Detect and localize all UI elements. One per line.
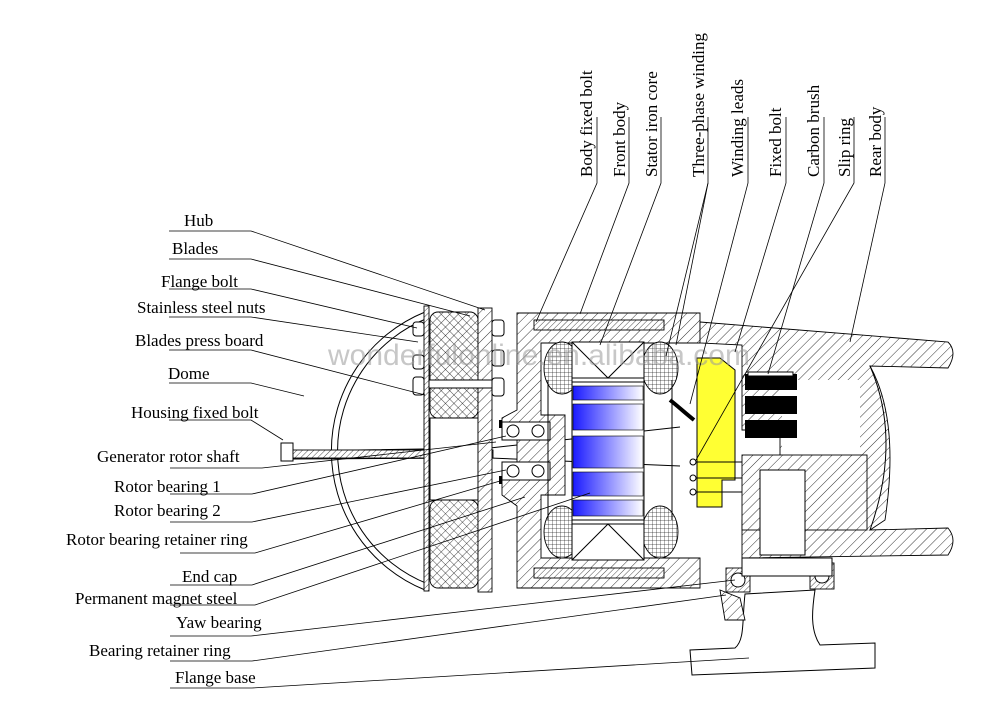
rotor-bearing-retainer-ring [499,420,502,428]
label-rotor-bearing-retainer-ring: Rotor bearing retainer ring [66,530,248,549]
label-front-body: Front body [610,101,629,177]
label-body-fixed-bolt: Body fixed bolt [577,70,596,177]
label-rear-body: Rear body [866,106,885,177]
label-end-cap: End cap [182,567,237,586]
label-stainless-steel-nuts: Stainless steel nuts [137,298,265,317]
body-fixed-bolt [533,319,665,331]
permanent-magnet-steel [572,385,644,517]
label-rotor-bearing-1: Rotor bearing 1 [114,477,221,496]
label-carbon-brush: Carbon brush [804,84,823,177]
top-labels: Body fixed bolt Front body Stator iron c… [535,33,886,461]
label-bearing-retainer-ring: Bearing retainer ring [89,641,231,660]
label-yaw-bearing: Yaw bearing [176,613,262,632]
label-blades-press-board: Blades press board [135,331,264,350]
label-three-phase-winding: Three-phase winding [689,33,708,177]
label-slip-ring: Slip ring [835,117,854,177]
left-labels: Hub Blades Flange bolt Stainless steel n… [66,211,750,689]
label-flange-base: Flange base [175,668,256,687]
label-fixed-bolt: Fixed bolt [766,107,785,177]
flange-base [689,589,876,676]
label-rotor-bearing-2: Rotor bearing 2 [114,501,221,520]
slip-ring [689,357,742,508]
watermark: wonderfulonline.en.alibaba.com [327,339,750,372]
label-flange-bolt: Flange bolt [161,272,238,291]
stainless-steel-nuts [491,319,505,397]
label-hub: Hub [184,211,213,230]
label-generator-rotor-shaft: Generator rotor shaft [97,447,240,466]
hub [477,307,493,593]
label-winding-leads: Winding leads [728,79,747,177]
blades-press-board [423,305,430,592]
bearing-retainer-ring [741,557,833,577]
housing-fixed-bolt [280,442,294,462]
rotor-bearing-2 [501,461,551,481]
label-stator-iron-core: Stator iron core [642,71,661,177]
label-permanent-magnet-steel: Permanent magnet steel [75,589,238,608]
winding-leads [668,398,696,422]
rotor-bearing-1 [501,421,551,441]
label-blades: Blades [172,239,218,258]
carbon-brush [745,371,797,438]
label-dome: Dome [168,364,210,383]
three-phase-winding [543,341,679,559]
label-housing-fixed-bolt: Housing fixed bolt [131,403,259,422]
